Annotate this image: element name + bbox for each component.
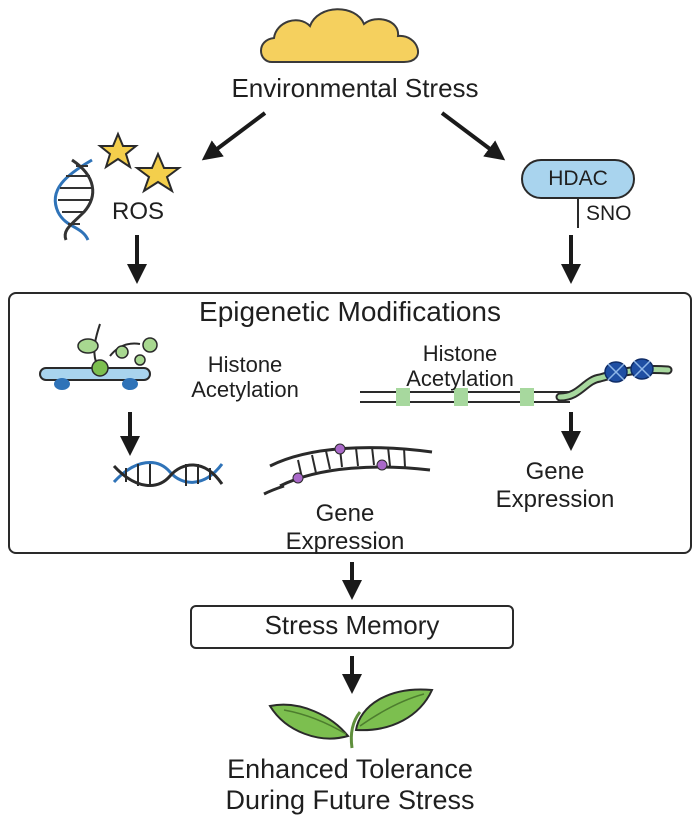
gene-expression-right-label: Gene Expression <box>450 458 660 513</box>
histone-acetylation-left-line2: Acetylation <box>191 377 299 403</box>
histone-acetylation-left-line1: Histone <box>207 352 283 377</box>
dna-icon <box>53 158 95 241</box>
dna-strand-icon <box>263 443 433 496</box>
chromatin-icon <box>360 358 673 406</box>
sno-label: SNO <box>586 202 632 225</box>
enhanced-tolerance-line2: During Future Stress <box>225 785 475 816</box>
seedling-icon <box>268 688 434 749</box>
hdac-badge <box>521 159 635 228</box>
histone-acetylation-right-line1: Histone <box>422 341 498 366</box>
stress-memory-label: Stress Memory <box>264 610 440 640</box>
histone-acetylation-right-label: Histone Acetylation <box>360 341 560 392</box>
enhanced-tolerance-label: Enhanced Tolerance During Future Stress <box>100 754 600 816</box>
cloud-icon <box>260 8 419 63</box>
gene-expression-right-line2: Expression <box>495 485 615 513</box>
gene-expression-right-line1: Gene <box>525 458 585 485</box>
gene-expression-center-label: Gene Expression <box>240 500 450 555</box>
dna-helix-icon <box>112 461 224 487</box>
epigenetic-modifications-box <box>8 292 692 554</box>
ros-label: ROS <box>112 198 165 225</box>
hdac-label: HDAC <box>548 167 608 190</box>
enhanced-tolerance-line1: Enhanced Tolerance <box>227 754 473 784</box>
arrow-to-hdac <box>440 111 506 161</box>
star-icon <box>97 131 139 170</box>
stress-memory-box <box>190 605 514 649</box>
epigenetic-modifications-title: Epigenetic Modifications <box>199 296 501 327</box>
environmental-stress-label: Environmental Stress <box>231 73 479 103</box>
star-icon <box>134 151 182 194</box>
histone-complex-icon <box>39 323 158 390</box>
histone-acetylation-right-line2: Acetylation <box>406 366 514 392</box>
arrow-to-ros <box>201 111 267 161</box>
gene-expression-center-line2: Expression <box>285 527 405 555</box>
histone-acetylation-left-label: Histone Acetylation <box>150 352 340 403</box>
gene-expression-center-line1: Gene <box>315 500 375 527</box>
